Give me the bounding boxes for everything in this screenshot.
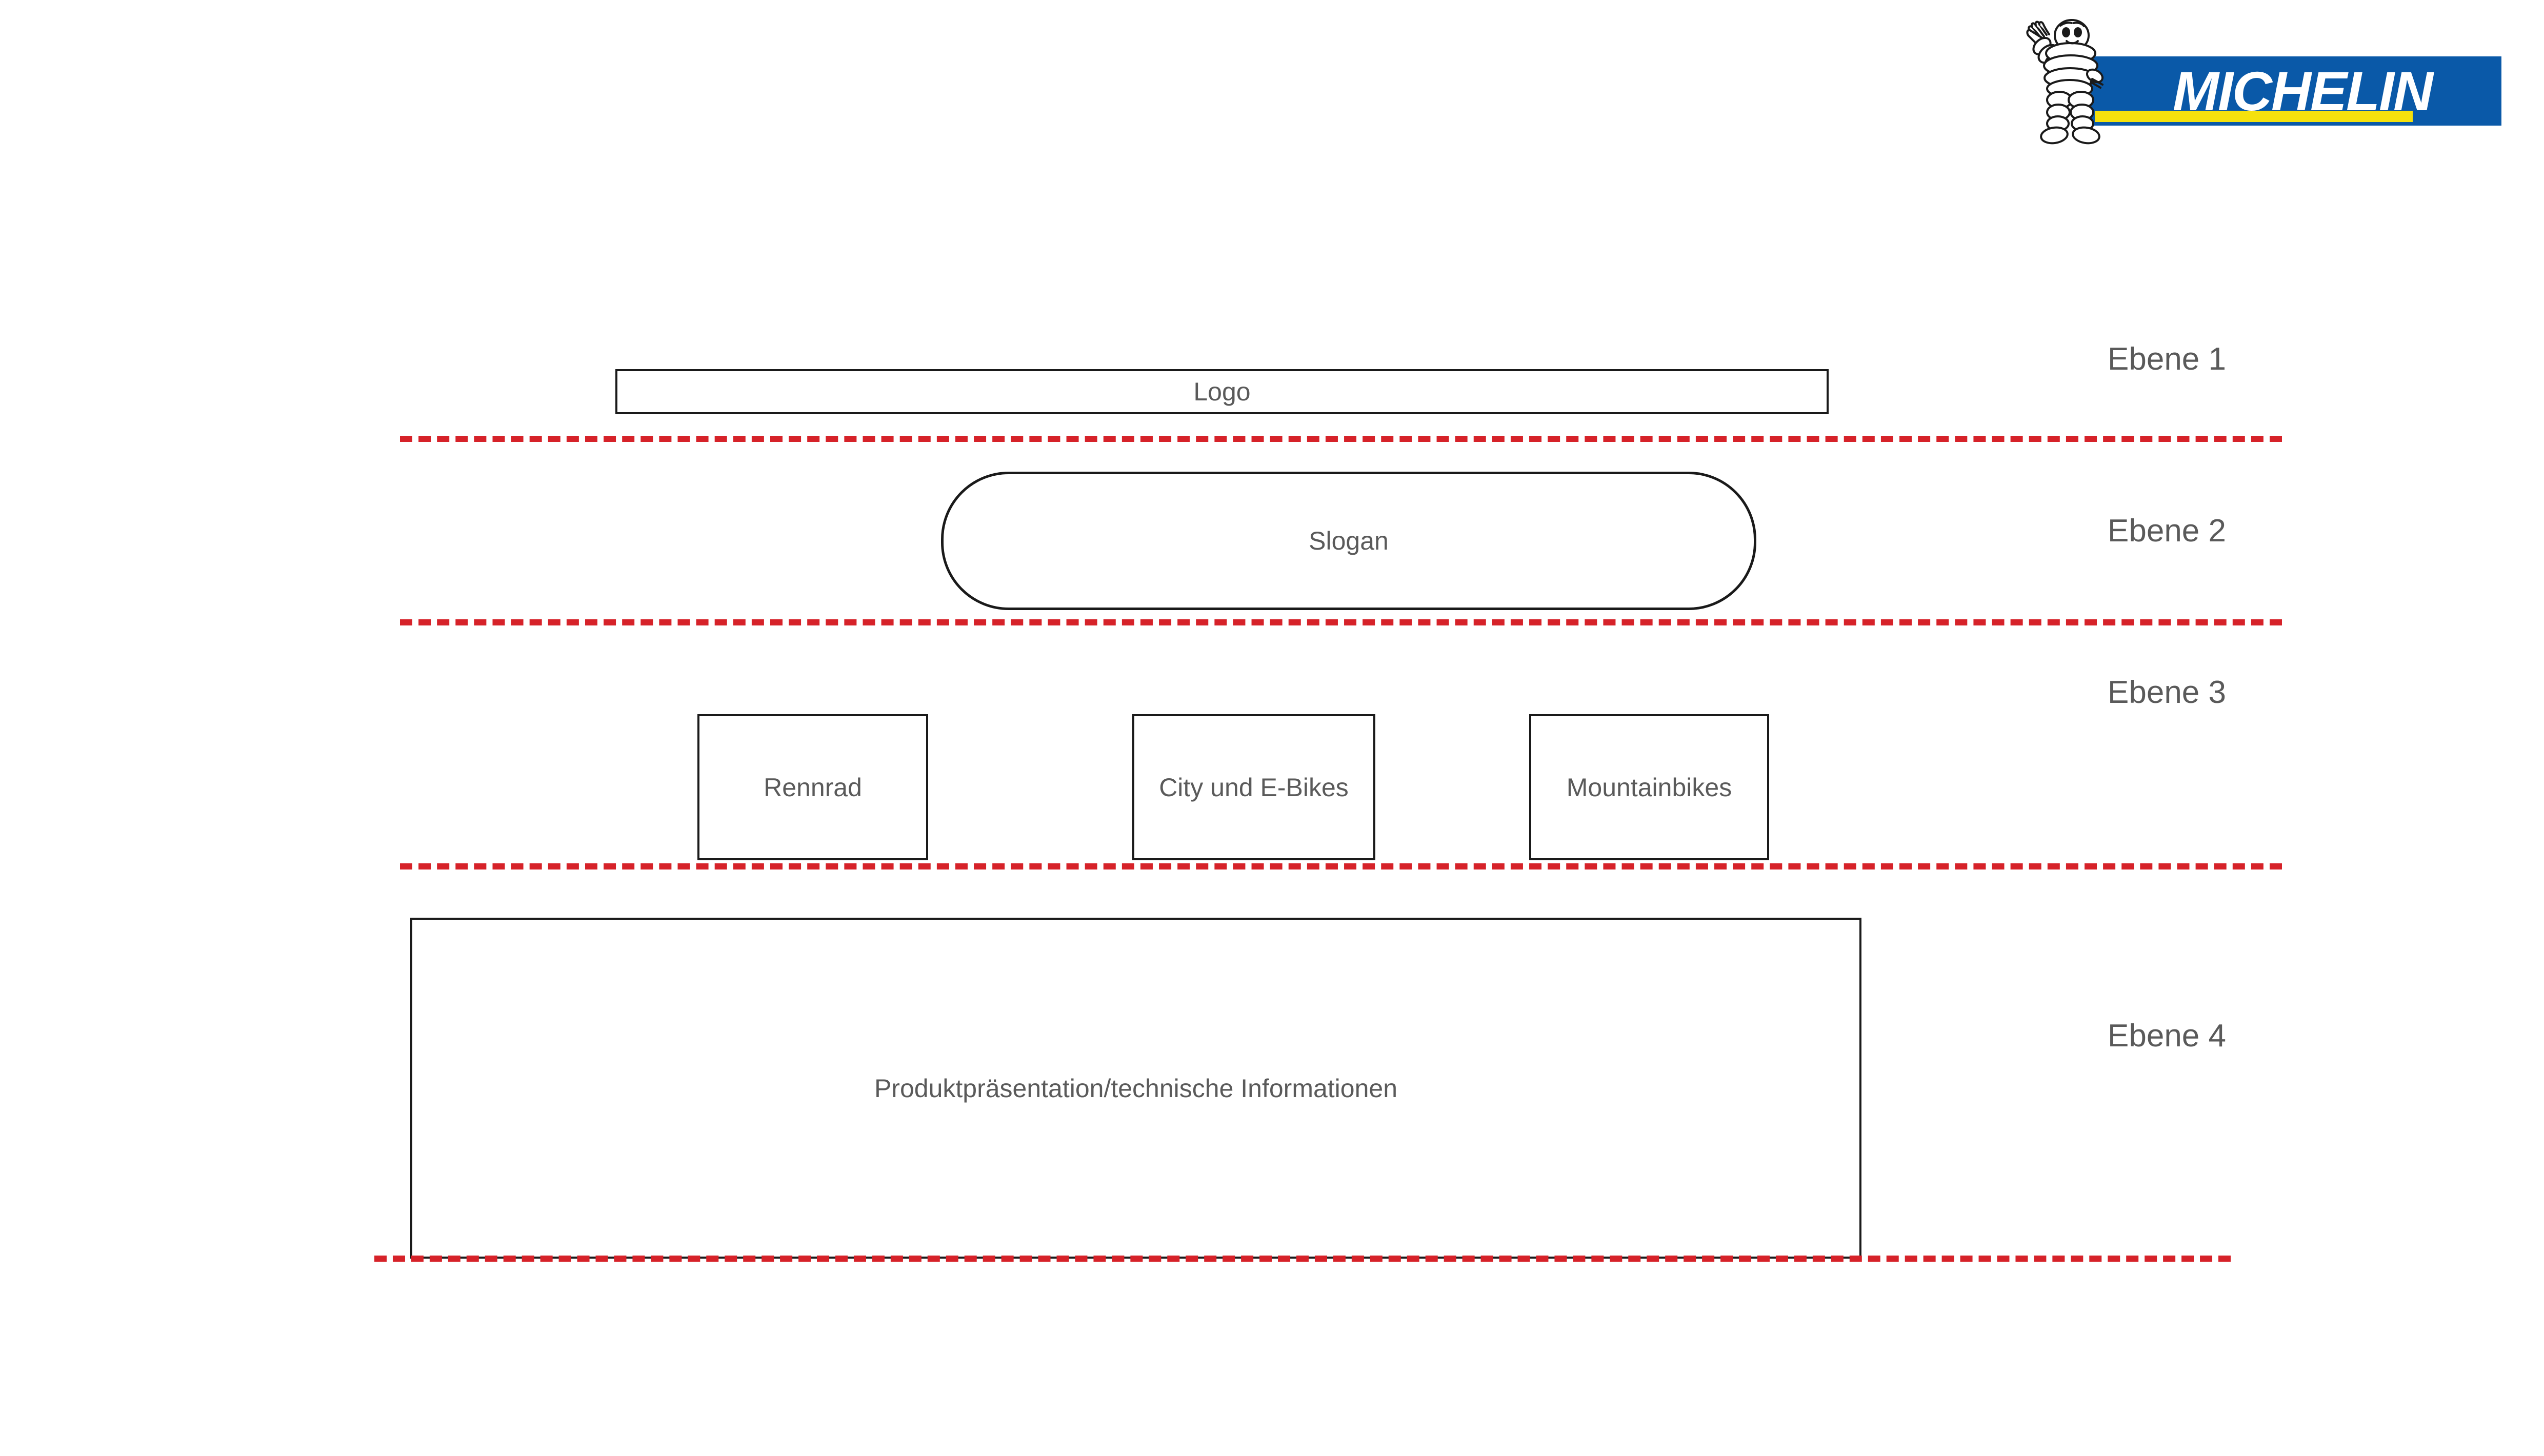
category-box-mountainbikes[interactable]: Mountainbikes — [1529, 714, 1769, 860]
slogan-box[interactable]: Slogan — [941, 472, 1756, 610]
category-box-city-und-e-bikes[interactable]: City und E-Bikes — [1132, 714, 1375, 860]
michelin-man-icon — [2026, 19, 2104, 145]
michelin-wordmark: MICHELIN — [2173, 60, 2433, 122]
product-presentation-box[interactable]: Produktpräsentation/technische Informati… — [410, 918, 1861, 1259]
michelin-yellow-stripe — [2095, 111, 2413, 122]
category-box-rennrad[interactable]: Rennrad — [697, 714, 928, 860]
level-divider-3 — [400, 863, 2282, 869]
level-label-2: Ebene 2 — [2108, 513, 2226, 549]
level-divider-1 — [400, 436, 2282, 442]
level-label-4: Ebene 4 — [2108, 1018, 2226, 1054]
level-divider-2 — [400, 619, 2282, 625]
level-divider-4 — [374, 1256, 2231, 1262]
logo-box[interactable]: Logo — [615, 369, 1829, 414]
level-label-3: Ebene 3 — [2108, 675, 2226, 710]
michelin-logo: MICHELIN — [2015, 9, 2528, 148]
level-label-1: Ebene 1 — [2108, 341, 2226, 377]
